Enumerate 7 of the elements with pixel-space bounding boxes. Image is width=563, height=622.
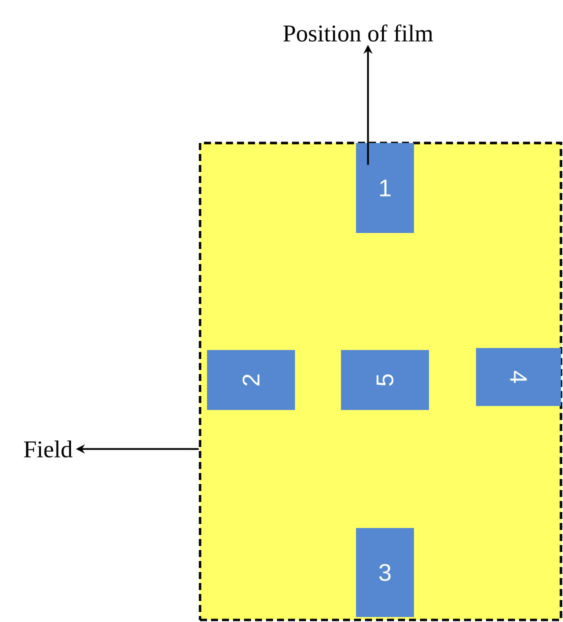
film-box: 4 [476,348,561,406]
film-box: 5 [341,350,429,410]
film-box: 3 [356,528,414,617]
label-text: Field [24,440,72,458]
film-box: 1 [356,143,414,233]
film-box: 2 [207,350,295,410]
label-text: Position of film [283,24,433,42]
